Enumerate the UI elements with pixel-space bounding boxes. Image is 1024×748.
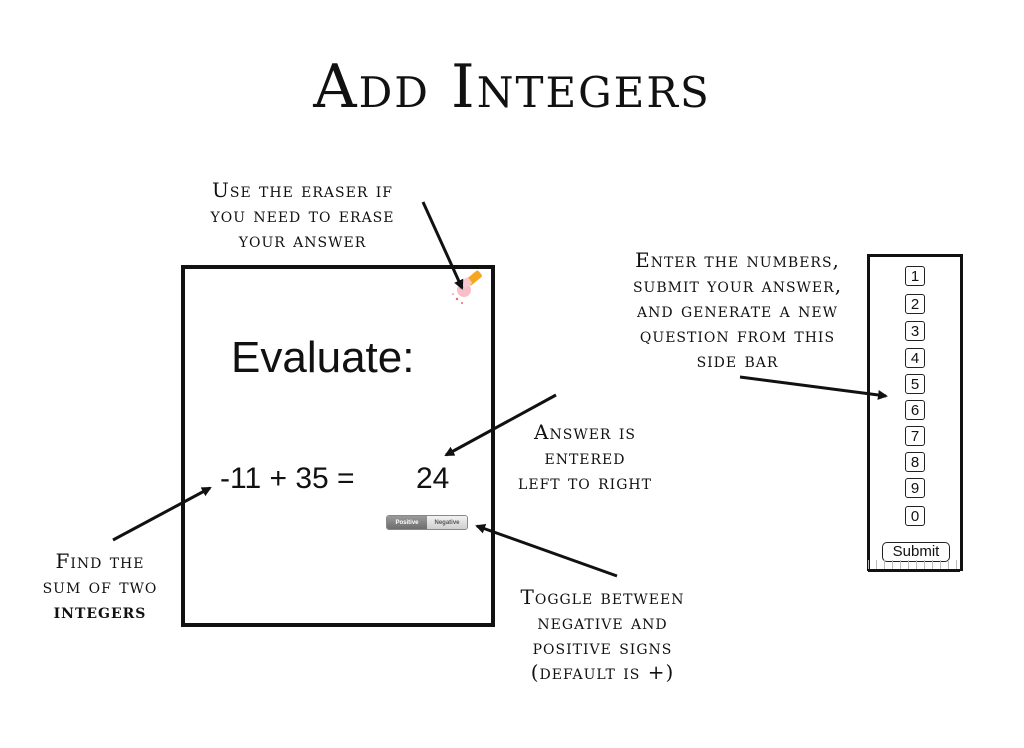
- sidebar-base: [868, 560, 960, 572]
- key-4[interactable]: 4: [905, 348, 925, 368]
- sidebar-note-line-4: question from this: [639, 323, 836, 347]
- sidebar-arrow: [739, 375, 888, 400]
- eraser-note: Use the eraser if you need to erase your…: [190, 178, 415, 253]
- submit-button[interactable]: Submit: [882, 542, 950, 562]
- key-0[interactable]: 0: [905, 506, 925, 526]
- sum-note-line-1: Find the: [55, 549, 145, 573]
- eraser-note-line-1: Use the eraser if: [212, 178, 393, 202]
- sidebar-note-line-1: Enter the numbers,: [635, 248, 840, 272]
- sum-note: Find the sum of two integers: [20, 549, 180, 624]
- sign-toggle[interactable]: Positive Negative: [386, 515, 468, 530]
- answer-note-line-3: left to right: [518, 470, 652, 494]
- key-6[interactable]: 6: [905, 400, 925, 420]
- eraser-arrow: [421, 201, 464, 290]
- eraser-note-line-2: you need to erase: [210, 203, 395, 227]
- question-prompt: Evaluate:: [231, 333, 415, 382]
- answer-arrow: [444, 393, 557, 457]
- sum-note-line-3: integers: [20, 599, 180, 624]
- sidebar-note-line-5: side bar: [696, 348, 779, 372]
- answer-note-line-2: entered: [544, 445, 626, 469]
- toggle-note-line-1: Toggle between: [520, 585, 685, 609]
- question-equation: -11 + 35 =: [220, 462, 355, 495]
- answer-note: Answer is entered left to right: [495, 420, 675, 495]
- page-title: Add Integers: [313, 52, 711, 122]
- key-2[interactable]: 2: [905, 294, 925, 314]
- toggle-arrow: [475, 523, 618, 578]
- toggle-positive[interactable]: Positive: [387, 516, 427, 529]
- sidebar-note-line-3: and generate a new: [637, 298, 838, 322]
- key-1[interactable]: 1: [905, 266, 925, 286]
- toggle-negative[interactable]: Negative: [427, 516, 467, 529]
- sum-note-line-2: sum of two: [42, 574, 158, 598]
- toggle-note: Toggle between negative and positive sig…: [495, 585, 710, 685]
- key-9[interactable]: 9: [905, 478, 925, 498]
- sum-note-integers: integers: [53, 599, 147, 623]
- answer-note-line-1: Answer is: [534, 420, 636, 444]
- question-canvas[interactable]: [181, 265, 495, 627]
- toggle-note-line-3: positive signs: [532, 635, 673, 659]
- toggle-note-line-2: negative and: [537, 610, 668, 634]
- toggle-note-line-4: (default is +): [530, 660, 675, 684]
- sidebar-note: Enter the numbers, submit your answer, a…: [605, 248, 870, 373]
- key-5[interactable]: 5: [905, 374, 925, 394]
- sum-arrow: [112, 486, 212, 542]
- key-3[interactable]: 3: [905, 321, 925, 341]
- key-8[interactable]: 8: [905, 452, 925, 472]
- key-7[interactable]: 7: [905, 426, 925, 446]
- eraser-note-line-3: your answer: [238, 228, 367, 252]
- sidebar-note-line-2: submit your answer,: [632, 273, 843, 297]
- answer-display[interactable]: 24: [416, 462, 450, 495]
